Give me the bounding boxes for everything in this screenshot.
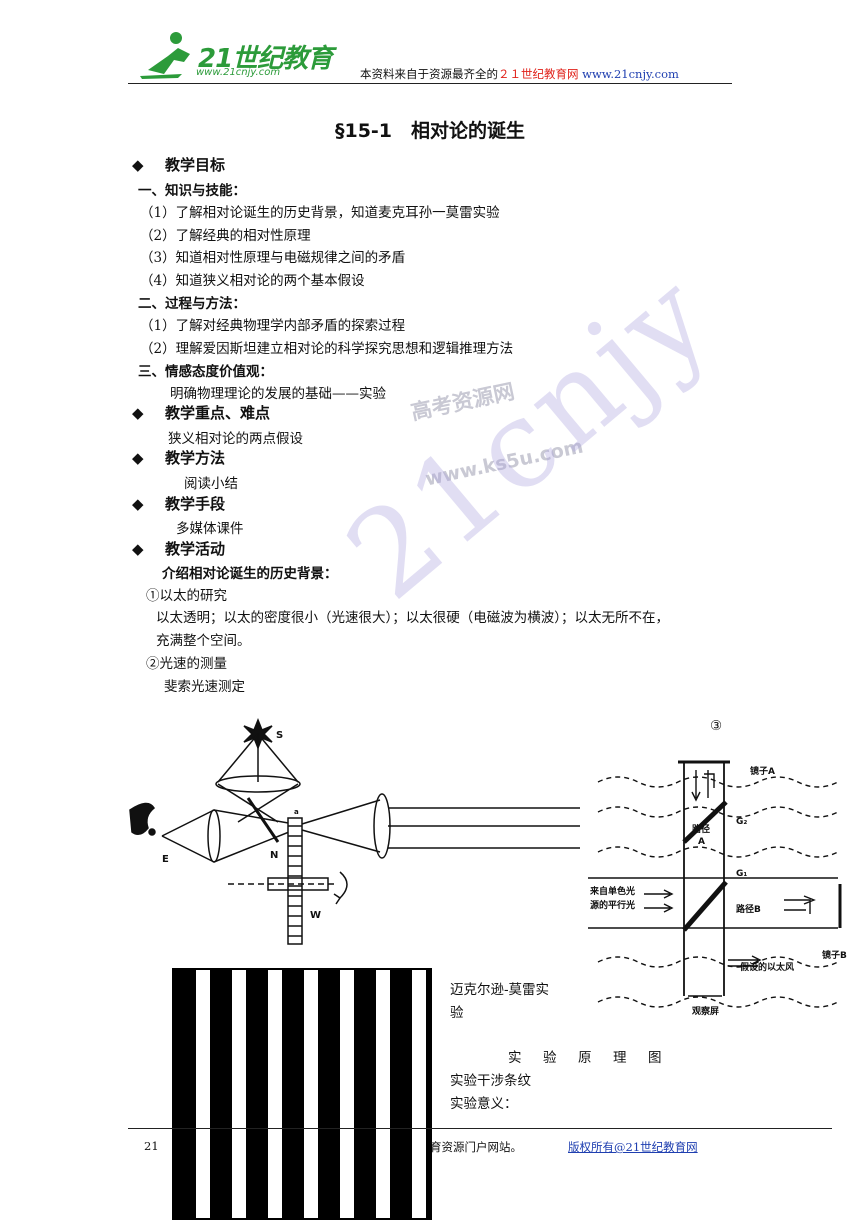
knowledge-title: 一、知识与技能： bbox=[138, 183, 246, 199]
knowledge-item: （1）了解相对论诞生的历史背景，知道麦克耳孙一莫雷实验 bbox=[140, 205, 500, 221]
label-e: E bbox=[162, 854, 169, 865]
watermark-21cnjy: 21cnjy bbox=[322, 246, 738, 627]
caption-principle: 实 验 原 理 图 bbox=[508, 1050, 666, 1066]
section-key: ◆ 教学重点、难点 bbox=[132, 402, 270, 423]
footer-mid: 育资源门户网站。 bbox=[430, 1140, 522, 1154]
footer-left: 21 bbox=[144, 1139, 159, 1153]
interference-fringes-image bbox=[172, 968, 432, 1220]
ether-title: ①以太的研究 bbox=[146, 588, 227, 604]
key-text: 狭义相对论的两点假设 bbox=[168, 431, 303, 447]
label-mirror-a: 镜子A bbox=[750, 765, 775, 777]
emotion-text: 明确物理理论的发展的基础——实验 bbox=[170, 386, 386, 402]
section-method-title: 教学方法 bbox=[165, 449, 226, 467]
footer-rule bbox=[128, 1128, 832, 1129]
header-site-link[interactable]: ２１世纪教育网 bbox=[498, 67, 579, 81]
diamond-bullet-icon: ◆ bbox=[132, 156, 144, 174]
knowledge-item: （4）知道狭义相对论的两个基本假设 bbox=[140, 273, 365, 289]
diamond-bullet-icon: ◆ bbox=[132, 404, 144, 422]
site-logo bbox=[138, 30, 338, 80]
label-ether-wind: 假设的以太风 bbox=[740, 961, 794, 973]
section-key-title: 教学重点、难点 bbox=[165, 404, 271, 422]
ether-text: 充满整个空间。 bbox=[156, 633, 251, 649]
label-path-b: 路径B bbox=[736, 903, 761, 915]
process-item: （2）理解爱因斯坦建立相对论的科学探究思想和逻辑推理方法 bbox=[140, 341, 514, 357]
page-title: §15-1 相对论的诞生 bbox=[334, 120, 526, 142]
fizeau-diagram: S E N W a bbox=[129, 717, 580, 945]
label-path-a: 路径 bbox=[692, 823, 710, 835]
circled-number: ③ bbox=[710, 718, 723, 734]
label-source: 来自单色光 bbox=[589, 885, 635, 897]
label-n: N bbox=[270, 850, 278, 861]
label-screen: 观察屏 bbox=[692, 1005, 719, 1017]
label-mirror-b: 镜子B bbox=[822, 949, 847, 961]
knowledge-item: （2）了解经典的相对性原理 bbox=[140, 228, 311, 244]
label-path-a-letter: A bbox=[698, 837, 705, 847]
section-method: ◆ 教学方法 bbox=[132, 447, 225, 468]
process-item: （1）了解对经典物理学内部矛盾的探索过程 bbox=[140, 318, 406, 334]
knowledge-item: （3）知道相对性原理与电磁规律之间的矛盾 bbox=[140, 250, 406, 266]
footer-copyright-link[interactable]: 版权所有@21世纪教育网 bbox=[568, 1140, 698, 1154]
logo-text: 21世纪教育 bbox=[198, 44, 333, 74]
runner-icon bbox=[140, 32, 190, 79]
diamond-bullet-icon: ◆ bbox=[132, 495, 144, 513]
header-url-link[interactable]: www.21cnjy.com bbox=[582, 67, 679, 81]
section-goals-title: 教学目标 bbox=[165, 156, 226, 174]
label-w: W bbox=[310, 910, 321, 921]
emotion-title: 三、情感态度价值观： bbox=[138, 364, 273, 380]
light-title: ②光速的测量 bbox=[146, 656, 227, 672]
diamond-bullet-icon: ◆ bbox=[132, 449, 144, 467]
diamond-bullet-icon: ◆ bbox=[132, 540, 144, 558]
michelson-morley-diagram: 镜子A 镜子B G₂ G₁ 路径 A 路径B 来自单色光 源的平行光 假设的以太… bbox=[588, 760, 847, 1017]
label-source: 源的平行光 bbox=[590, 899, 635, 911]
caption-mm: 验 bbox=[450, 1005, 464, 1021]
section-activity: ◆ 教学活动 bbox=[132, 538, 225, 559]
section-means: ◆ 教学手段 bbox=[132, 493, 225, 514]
header-rule bbox=[128, 83, 732, 84]
header-note-prefix: 本资料来自于资源最齐全的 bbox=[360, 67, 498, 81]
label-g2: G₂ bbox=[736, 817, 747, 827]
ether-text: 以太透明；以太的密度很小（光速很大）；以太很硬（电磁波为横波）；以太无所不在， bbox=[156, 610, 669, 626]
label-g1: G₁ bbox=[736, 869, 747, 879]
eye-icon bbox=[129, 802, 155, 835]
activity-sub: 介绍相对论诞生的历史背景： bbox=[162, 566, 338, 582]
header-note: 本资料来自于资源最齐全的２１世纪教育网 www.21cnjy.com bbox=[360, 66, 679, 82]
label-s: S bbox=[276, 730, 283, 741]
section-means-title: 教学手段 bbox=[165, 495, 226, 513]
label-a: a bbox=[294, 808, 299, 816]
caption-fringes: 实验干涉条纹 bbox=[450, 1073, 531, 1089]
logo-url: www.21cnjy.com bbox=[196, 67, 281, 78]
means-text: 多媒体课件 bbox=[176, 521, 244, 537]
caption-meaning: 实验意义： bbox=[450, 1096, 518, 1112]
method-text: 阅读小结 bbox=[184, 476, 238, 492]
section-goals: ◆ 教学目标 bbox=[132, 154, 225, 175]
section-activity-title: 教学活动 bbox=[165, 540, 226, 558]
process-title: 二、过程与方法： bbox=[138, 296, 246, 312]
caption-mm: 迈克尔逊-莫雷实 bbox=[450, 982, 550, 998]
light-text: 斐索光速测定 bbox=[164, 679, 245, 695]
